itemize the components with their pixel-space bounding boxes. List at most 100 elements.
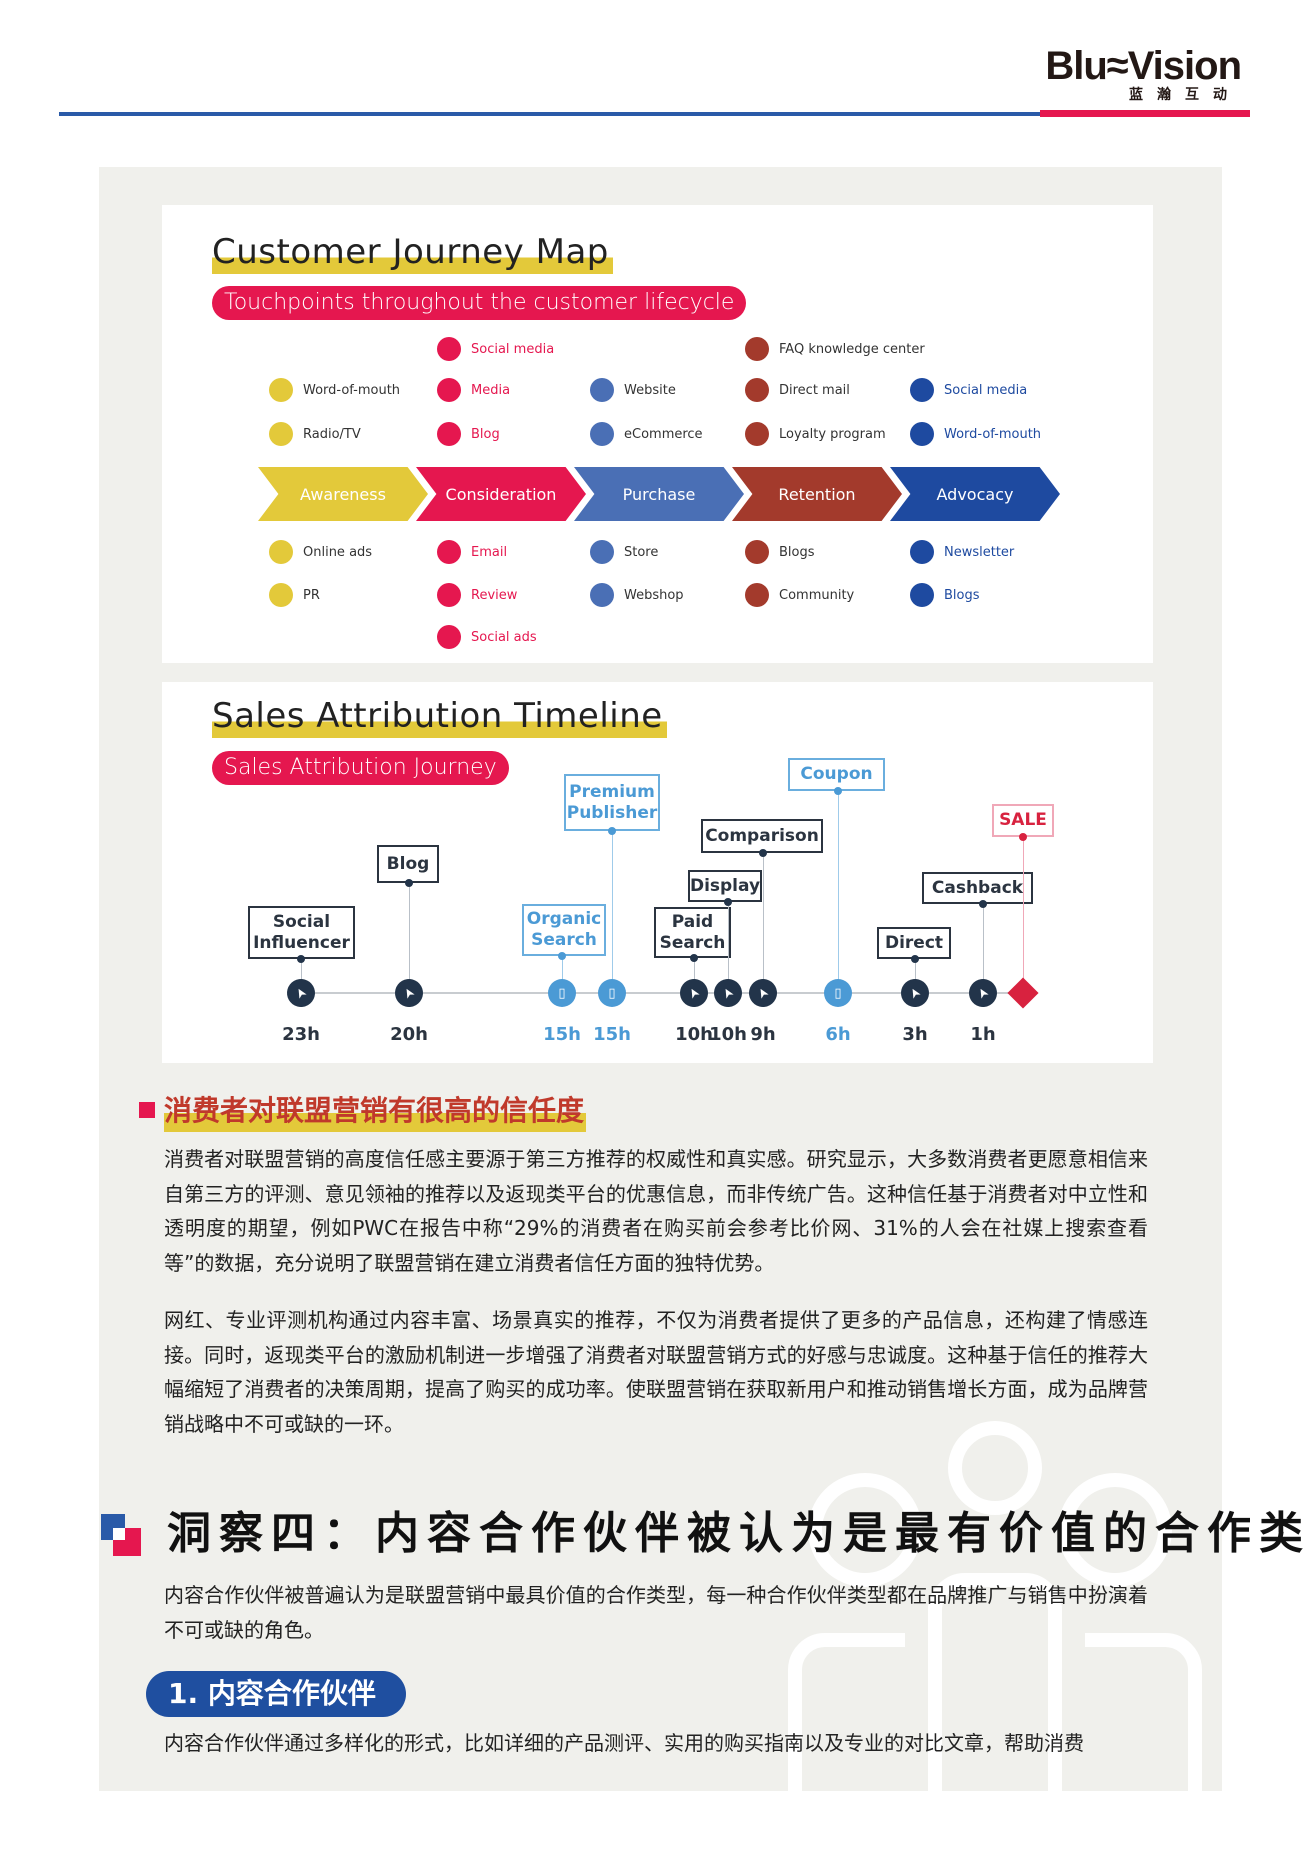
touchpoint-box: Direct [877, 927, 951, 959]
touchpoint-label: Blogs [779, 544, 815, 560]
touchpoint-dot-icon [910, 540, 934, 564]
section2-subheading-pill: 1. 内容合作伙伴 [146, 1671, 406, 1717]
touchpoint-dot-icon [269, 540, 293, 564]
connector-dot [834, 787, 842, 795]
touchpoint-dot-icon [437, 422, 461, 446]
bullet-square [139, 1102, 155, 1118]
touchpoint-dot-icon [269, 378, 293, 402]
time-label: 23h [282, 1024, 320, 1045]
section2-paragraph-2: 内容合作伙伴通过多样化的形式，比如详细的产品测评、实用的购买指南以及专业的对比文… [164, 1731, 1084, 1755]
touchpoint-box: Premium Publisher [564, 774, 660, 831]
touchpoint-dot-icon [910, 583, 934, 607]
touchpoint-label: Social media [471, 341, 555, 357]
header-rule-blue [59, 112, 1040, 116]
brand-logo: Blu≈Vision [1045, 44, 1242, 88]
touchpoint-box: Display [688, 870, 762, 902]
touchpoint-box: Cashback [922, 872, 1033, 904]
time-label: 15h [543, 1024, 581, 1045]
timeline-connector [301, 959, 302, 993]
stage-label: Advocacy [936, 484, 1014, 504]
timeline-title: Sales Attribution Timeline [212, 694, 667, 738]
touchpoint-item: Review [437, 583, 517, 607]
timeline-connector [983, 904, 984, 993]
touchpoint-label: Word-of-mouth [303, 382, 401, 398]
touchpoint-label: Word-of-mouth [944, 426, 1042, 442]
touchpoint-dot-icon [437, 583, 461, 607]
touchpoint-box: Blog [377, 845, 439, 883]
connector-dot [690, 954, 698, 962]
section2-paragraph-1: 内容合作伙伴被普遍认为是联盟营销中最具价值的合作类型，每一种合作伙伴类型都在品牌… [164, 1583, 1148, 1642]
touchpoint-item: eCommerce [590, 422, 703, 446]
timeline-connector [728, 902, 729, 993]
header-rule-red [1040, 110, 1250, 117]
time-label: 1h [970, 1024, 996, 1045]
touchpoint-item: Media [437, 378, 510, 402]
touchpoint-item: PR [269, 583, 320, 607]
touchpoint-item: Website [590, 378, 676, 402]
touchpoint-item: Social media [910, 378, 1027, 402]
mobile-icon: ▯ [598, 979, 626, 1007]
connector-dot [608, 827, 616, 835]
time-label: 20h [390, 1024, 428, 1045]
touchpoint-label: eCommerce [624, 426, 703, 442]
stage-label: Awareness [300, 484, 386, 504]
touchpoint-label: Social ads [471, 629, 537, 645]
connector-dot [405, 879, 413, 887]
section1-paragraph-2: 网红、专业评测机构通过内容丰富、场景真实的推荐，不仅为消费者提供了更多的产品信息… [164, 1308, 1148, 1437]
touchpoint-item: Online ads [269, 540, 372, 564]
connector-dot [911, 955, 919, 963]
stage-label: Consideration [445, 484, 557, 504]
touchpoint-label: Blogs [944, 587, 980, 603]
touchpoint-item: Loyalty program [745, 422, 886, 446]
touchpoint-dot-icon [269, 583, 293, 607]
touchpoint-box: Social Influencer [248, 906, 355, 959]
time-label: 15h [593, 1024, 631, 1045]
touchpoint-label: Review [471, 587, 518, 603]
people-watermark-icon [788, 1421, 1202, 1800]
journey-subtitle: Touchpoints throughout the customer life… [212, 286, 747, 320]
touchpoint-dot-icon [590, 583, 614, 607]
time-label: 6h [825, 1024, 851, 1045]
touchpoint-label: Community [779, 587, 855, 603]
timeline-connector [409, 883, 410, 993]
touchpoint-label: Loyalty program [779, 426, 886, 442]
time-label: 9h [750, 1024, 776, 1045]
customer-journey-card [162, 205, 1153, 663]
touchpoint-label: Store [624, 544, 659, 560]
touchpoint-item: Radio/TV [269, 422, 361, 446]
time-label: 10h [709, 1024, 747, 1045]
touchpoint-item: Blogs [910, 583, 980, 607]
timeline-connector [763, 853, 764, 993]
touchpoint-dot-icon [590, 540, 614, 564]
section1-heading: 消费者对联盟营销有很高的信任度 [164, 1090, 587, 1132]
touchpoint-label: FAQ knowledge center [779, 341, 925, 357]
journey-title: Customer Journey Map [212, 230, 613, 274]
touchpoint-dot-icon [437, 540, 461, 564]
connector-dot [724, 898, 732, 906]
stage-advocacy: Advocacy [890, 467, 1060, 521]
time-label: 3h [902, 1024, 928, 1045]
touchpoint-item: Blogs [745, 540, 815, 564]
mobile-icon: ▯ [824, 979, 852, 1007]
section2-heading: 洞察四：内容合作伙伴被认为是最有价值的合作类型 [167, 1508, 1311, 1559]
touchpoint-dot-icon [437, 337, 461, 361]
touchpoint-item: Store [590, 540, 658, 564]
touchpoint-box: Organic Search [522, 904, 606, 956]
connector-dot [759, 849, 767, 857]
touchpoint-item: Word-of-mouth [910, 422, 1041, 446]
touchpoint-label: Radio/TV [303, 426, 361, 442]
stage-consideration: Consideration [416, 467, 586, 521]
touchpoint-item: Social ads [437, 625, 537, 649]
stage-awareness: Awareness [258, 467, 428, 521]
touchpoint-item: Webshop [590, 583, 684, 607]
touchpoint-dot-icon [745, 422, 769, 446]
connector-dot [1019, 833, 1027, 841]
touchpoint-dot-icon [437, 378, 461, 402]
time-label: 10h [675, 1024, 713, 1045]
touchpoint-dot-icon [745, 337, 769, 361]
timeline-connector [694, 958, 695, 993]
stage-purchase: Purchase [574, 467, 744, 521]
touchpoint-item: Newsletter [910, 540, 1014, 564]
timeline-connector [915, 959, 916, 993]
touchpoint-item: Direct mail [745, 378, 850, 402]
